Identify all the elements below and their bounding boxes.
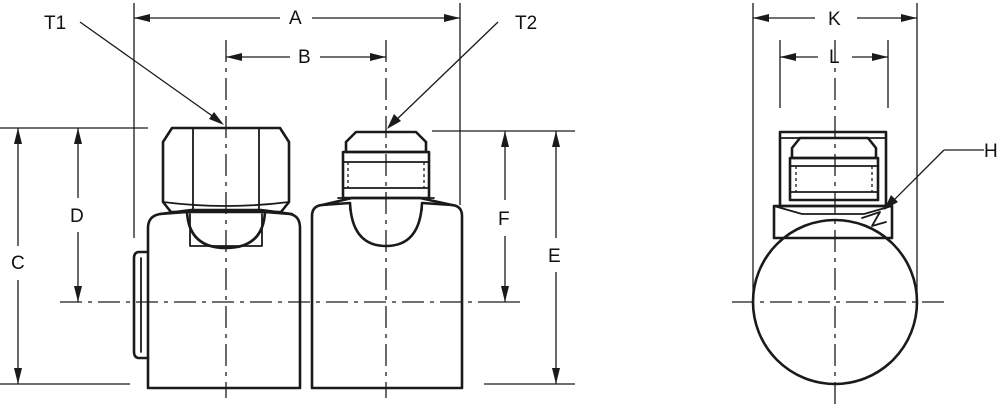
label-e: E (548, 246, 561, 267)
label-l: L (829, 47, 840, 68)
label-h: H (984, 141, 998, 162)
label-k: K (828, 9, 841, 30)
label-d: D (70, 206, 84, 227)
left-body-block (132, 210, 302, 390)
label-t1: T1 (44, 13, 66, 34)
label-c: C (11, 253, 25, 274)
label-a: A (289, 8, 302, 29)
front-view: T1 T2 A B C D F E (0, 3, 575, 398)
label-b: B (298, 47, 311, 68)
label-t2: T2 (515, 13, 537, 34)
label-f: F (498, 209, 510, 230)
side-view: K L H (732, 3, 998, 404)
right-body-block (310, 196, 464, 390)
